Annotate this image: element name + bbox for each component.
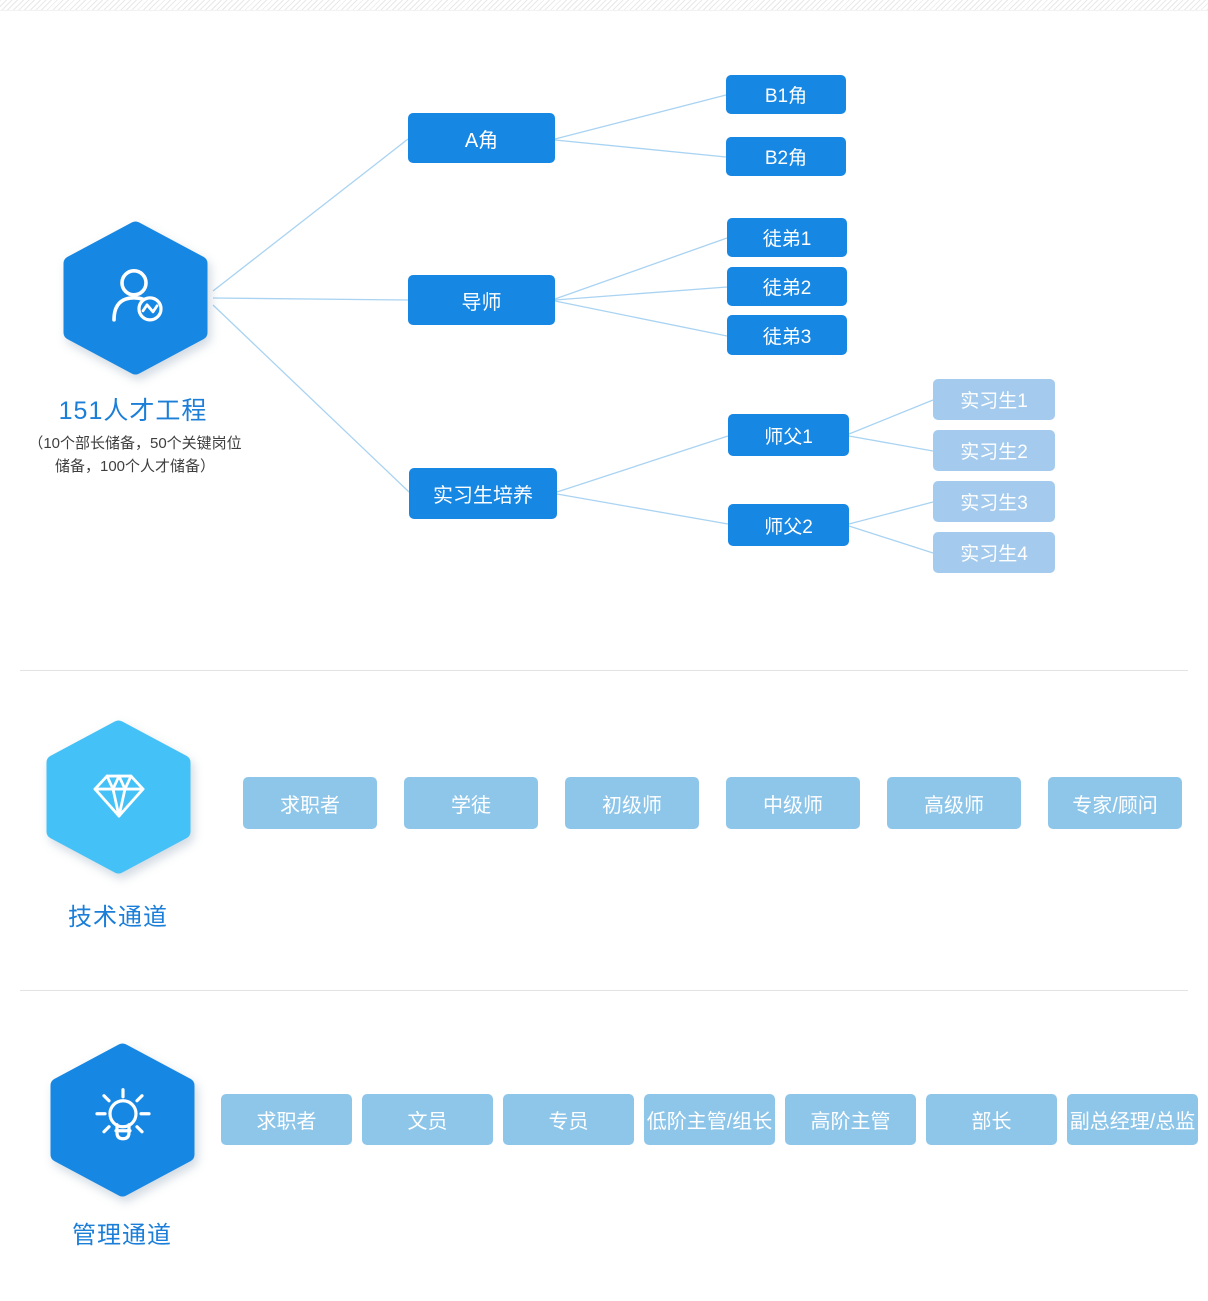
- mgmt-stage-junior-supervisor: 低阶主管/组长: [644, 1094, 775, 1145]
- section-divider: [20, 670, 1188, 671]
- node-intern-1: 实习生1: [933, 379, 1055, 420]
- node-apprentice-2: 徒弟2: [727, 267, 847, 306]
- node-intern-training: 实习生培养: [409, 468, 557, 519]
- lightbulb-icon: [94, 1088, 151, 1141]
- tech-stage-expert: 专家/顾问: [1048, 777, 1182, 829]
- management-channel-label: 管理通道: [72, 1222, 172, 1249]
- mgmt-stage-specialist: 专员: [503, 1094, 634, 1145]
- program-subtitle: （10个部长储备，50个关键岗位 储备，100个人才储备）: [8, 432, 262, 479]
- tech-stage-junior: 初级师: [565, 777, 699, 829]
- tech-channel-label: 技术通道: [68, 904, 168, 931]
- program-title: 151人才工程: [58, 397, 208, 425]
- node-b1-role: B1角: [726, 75, 846, 114]
- connector-lines: [212, 94, 934, 554]
- diamond-icon: [93, 774, 144, 818]
- node-intern-3: 实习生3: [933, 481, 1055, 522]
- mgmt-stage-vp-director: 副总经理/总监: [1067, 1094, 1198, 1145]
- mgmt-stage-clerk: 文员: [362, 1094, 493, 1145]
- tech-stage-intermediate: 中级师: [726, 777, 860, 829]
- node-master-2: 师父2: [728, 504, 849, 546]
- user-badge-icon: [111, 269, 163, 322]
- tech-stage-apprentice: 学徒: [404, 777, 538, 829]
- node-apprentice-1: 徒弟1: [727, 218, 847, 257]
- top-hatch-strip: [0, 0, 1208, 11]
- tech-stage-job-seeker: 求职者: [243, 777, 377, 829]
- node-apprentice-3: 徒弟3: [727, 315, 847, 355]
- tech-channel-hexagon: [46, 720, 191, 874]
- program-subtitle-line: （10个部长储备，50个关键岗位: [28, 435, 242, 452]
- node-b2-role: B2角: [726, 137, 846, 176]
- node-a-role: A角: [408, 113, 555, 163]
- section-divider: [20, 990, 1188, 991]
- tech-stage-senior: 高级师: [887, 777, 1021, 829]
- node-intern-2: 实习生2: [933, 430, 1055, 471]
- node-master-1: 师父1: [728, 414, 849, 456]
- mgmt-stage-job-seeker: 求职者: [221, 1094, 352, 1145]
- node-intern-4: 实习生4: [933, 532, 1055, 573]
- node-mentor: 导师: [408, 275, 555, 325]
- management-channel-hexagon: [50, 1043, 195, 1197]
- mgmt-stage-senior-supervisor: 高阶主管: [785, 1094, 916, 1145]
- talent-program-hexagon: [63, 221, 208, 375]
- mgmt-stage-minister: 部长: [926, 1094, 1057, 1145]
- program-subtitle-line: 储备，100个人才储备）: [54, 458, 216, 476]
